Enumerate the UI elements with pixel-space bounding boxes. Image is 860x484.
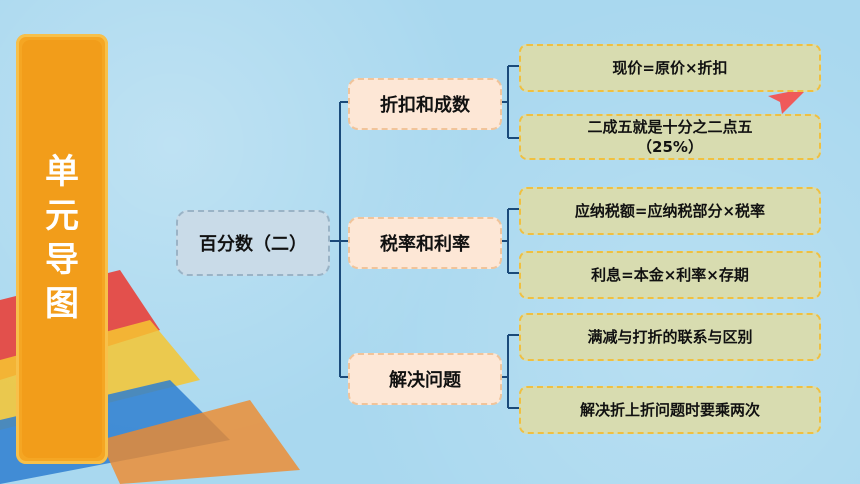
leaf-interest: 利息=本金×利率×存期 [519, 251, 821, 299]
unit-map-panel-inner: 单元导图 [22, 40, 102, 458]
paint-stroke-orange [100, 400, 300, 484]
leaf-tax-amount: 应纳税额=应纳税部分×税率 [519, 187, 821, 235]
side-title: 单元导图 [45, 152, 79, 324]
leaf-double-discount: 解决折上折问题时要乘两次 [519, 386, 821, 434]
branch-tax-interest: 税率和利率 [348, 217, 502, 269]
unit-map-panel: 单元导图 [16, 34, 108, 464]
leaf-twenty-five-percent: 二成五就是十分之二点五（25%） [519, 114, 821, 160]
paper-plane-red [768, 88, 808, 114]
root-node: 百分数（二） [176, 210, 330, 276]
leaf-current-price: 现价=原价×折扣 [519, 44, 821, 92]
leaf-full-reduction: 满减与打折的联系与区别 [519, 313, 821, 361]
branch-discount: 折扣和成数 [348, 78, 502, 130]
branch-problem-solving: 解决问题 [348, 353, 502, 405]
